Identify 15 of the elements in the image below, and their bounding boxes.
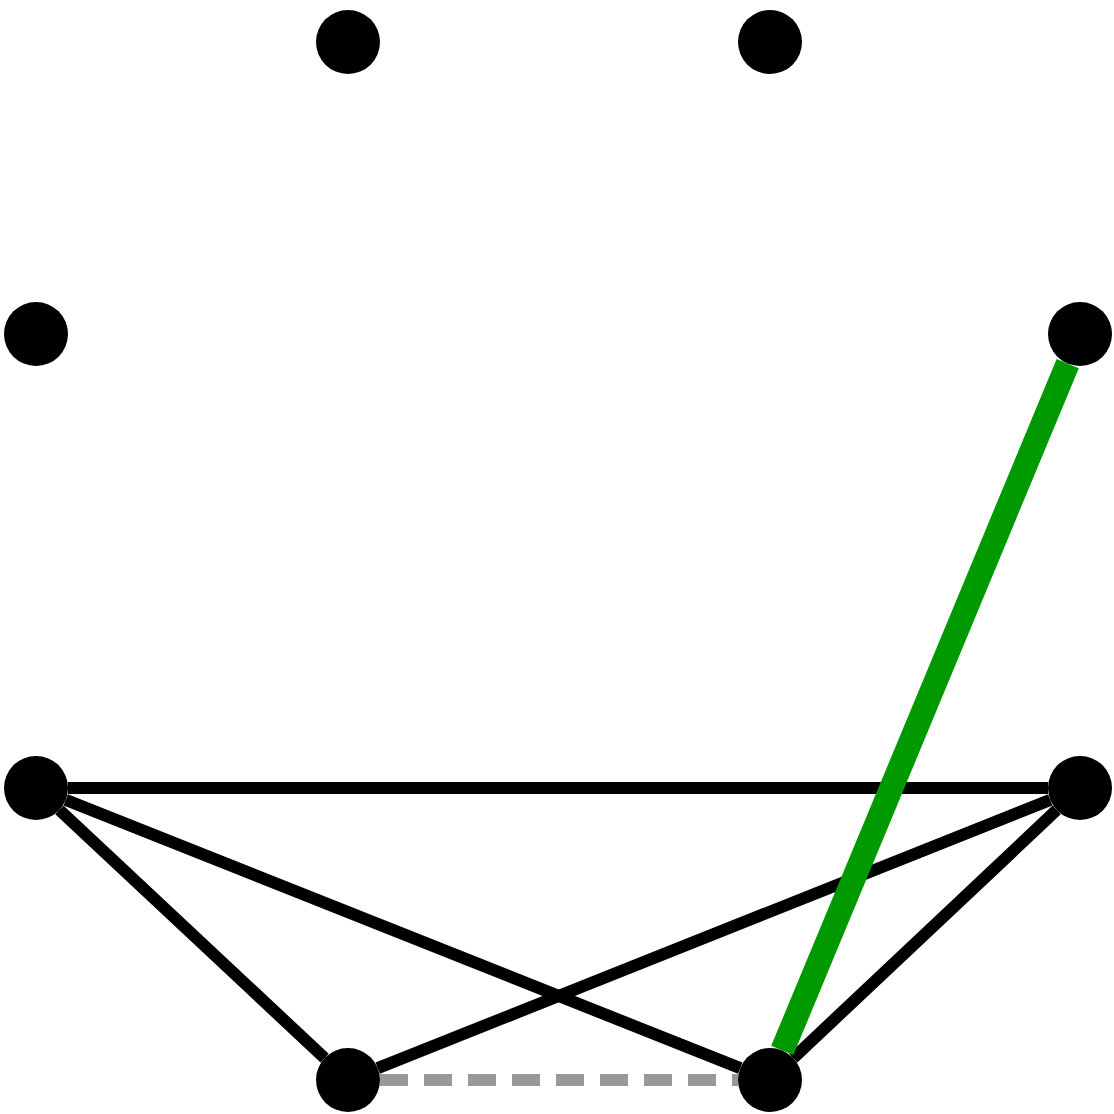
circle-node bbox=[4, 302, 68, 366]
circle-node bbox=[738, 1048, 802, 1112]
line bbox=[55, 805, 329, 1063]
circle-node bbox=[738, 10, 802, 74]
line bbox=[63, 794, 743, 1074]
line bbox=[789, 805, 1061, 1063]
circle-node bbox=[316, 10, 380, 74]
circle-node bbox=[1048, 302, 1112, 366]
line bbox=[68, 782, 1048, 794]
circle-node bbox=[316, 1048, 380, 1112]
circle-node bbox=[4, 756, 68, 820]
line bbox=[771, 358, 1079, 1056]
dashed-line bbox=[380, 1074, 738, 1086]
line bbox=[375, 794, 1053, 1074]
circle-node bbox=[1048, 756, 1112, 820]
